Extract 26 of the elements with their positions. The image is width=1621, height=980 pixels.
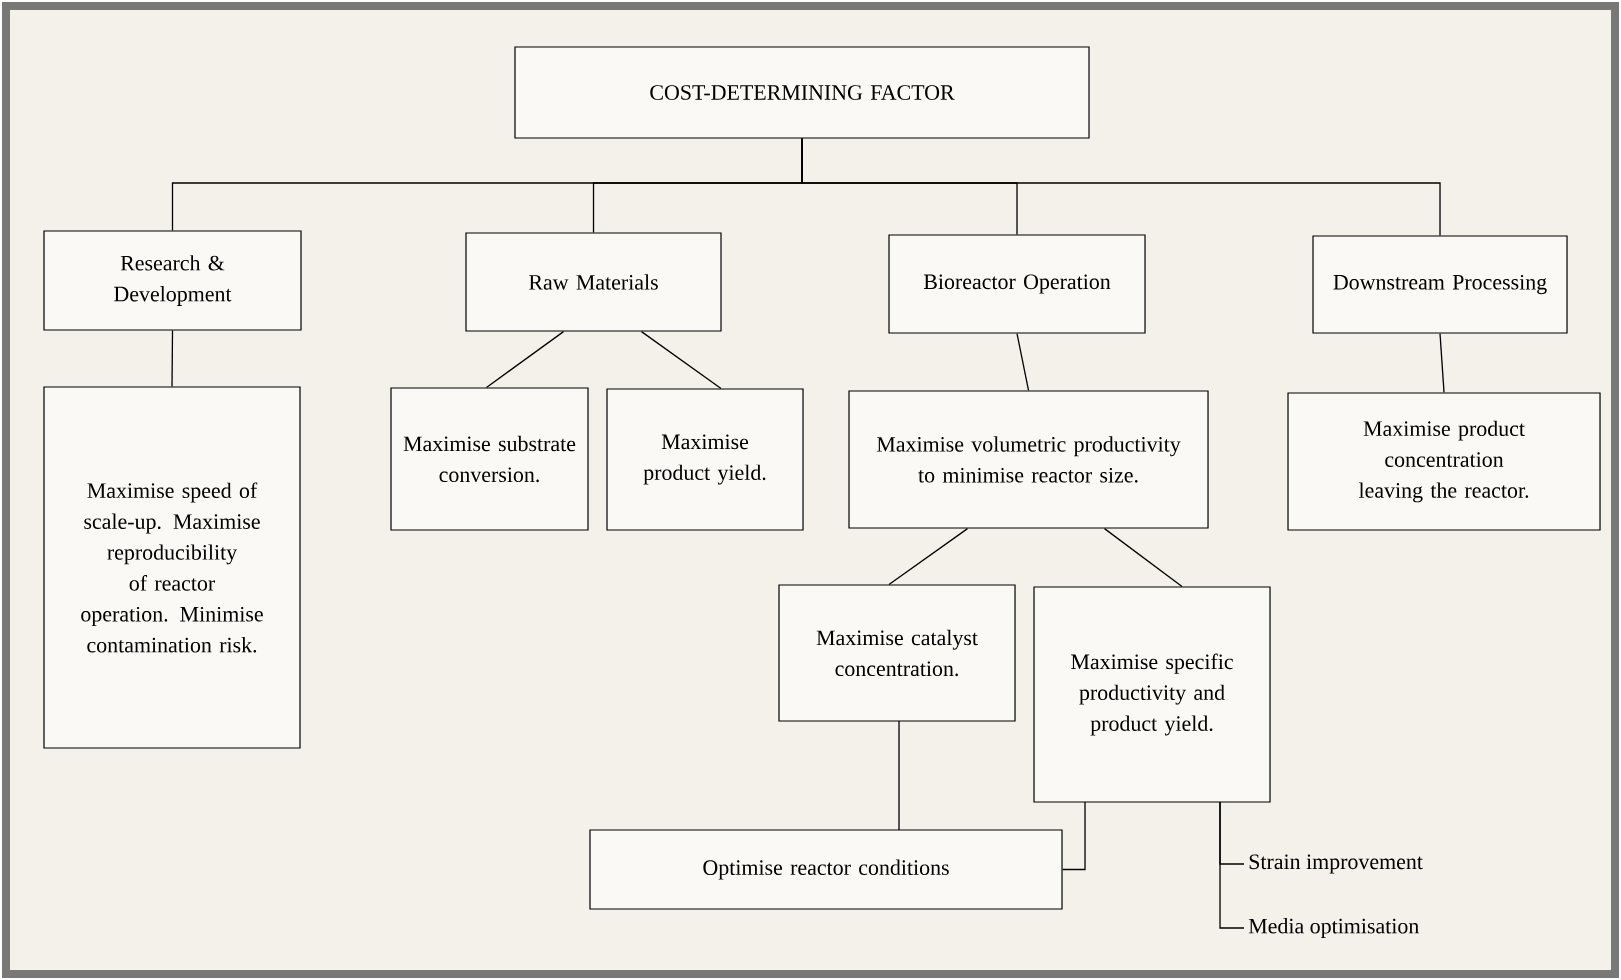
text-box: Maximise product yield. — [606, 388, 804, 531]
connector-line — [1016, 332, 1030, 392]
label-text: Media optimisation — [1248, 918, 1419, 938]
label-text: Strain improvement — [1249, 854, 1423, 874]
text-box: Maximise specific productivity and product yield. — [1033, 586, 1271, 803]
connector-line — [171, 329, 174, 388]
text-box: Maximise speed of scale-up. Maximise reproducibility of reactor operation. Minimise contamination risk. — [43, 386, 301, 749]
text-box: Raw Materials — [465, 232, 722, 332]
connector-line — [1219, 801, 1245, 929]
text-box: Downstream Processing — [1312, 235, 1568, 334]
text-box: Research & Development — [43, 230, 302, 331]
connector-line — [1061, 801, 1086, 871]
text-box: Maximise catalyst concentration. — [778, 584, 1016, 722]
text-box: Maximise product concentration leaving the reactor. — [1287, 392, 1601, 531]
connector-line — [485, 330, 565, 389]
text-box: Maximise substrate conversion. — [390, 387, 589, 531]
text-box: Maximise volumetric productivity to minimise reactor size. — [848, 390, 1209, 529]
connector-line — [1103, 527, 1183, 588]
text-box: COST-DETERMINING FACTOR — [514, 46, 1090, 139]
text-box: Bioreactor Operation — [888, 234, 1146, 334]
connector-line — [898, 720, 900, 831]
text-box: Optimise reactor conditions — [589, 829, 1063, 910]
connector-line — [801, 137, 1441, 237]
connector-line — [1439, 332, 1445, 394]
connector-line — [640, 330, 722, 390]
connector-line — [888, 527, 969, 586]
